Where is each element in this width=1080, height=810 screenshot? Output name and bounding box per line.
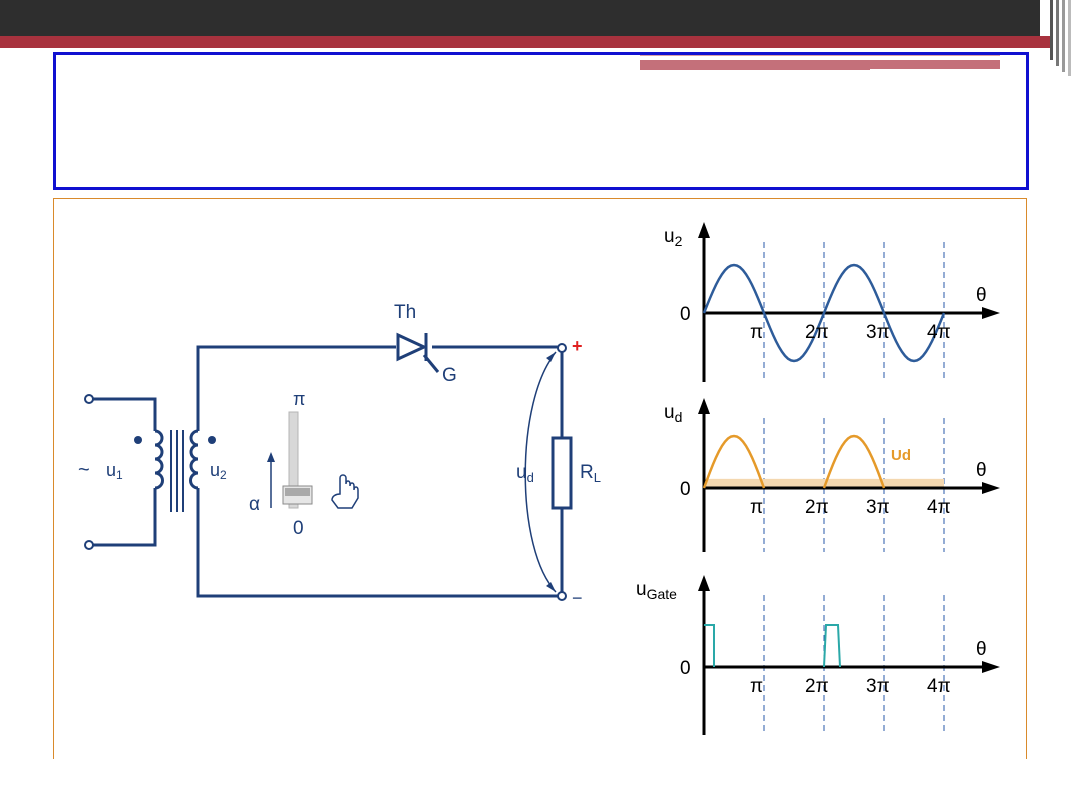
primary-terminal-bottom [84,540,94,550]
x-tick-label-2: 2π [805,676,829,697]
x-axis-arrow [982,661,1000,673]
rl-label: RL [580,462,601,485]
x-tick-label-2: 2π [805,322,829,343]
x-tick-label-1: π [750,676,763,697]
y-axis-label: uGate [636,579,677,602]
secondary-polarity-dot [208,436,216,444]
x-tick-label-4: 4π [927,322,951,343]
thyristor-icon [396,332,440,373]
u1-label: u1 [106,460,123,482]
ud-average-fill [704,478,944,488]
x-tick-label-3: 3π [866,497,890,518]
slider-pi-label: π [293,389,305,409]
slider-zero-label: 0 [293,518,304,539]
ud-half-wave-1 [702,434,766,489]
y-axis-arrow [698,575,710,591]
x-tick-label-4: 4π [927,676,951,697]
ud-label: ud [516,462,534,485]
x-tick-label-3: 3π [866,676,890,697]
output-terminal-plus [557,343,567,353]
gate-pulse-1 [704,624,715,667]
ud-voltage-arrow [524,351,557,593]
x-tick-label-2: 2π [805,497,829,518]
origin-label: 0 [680,479,691,500]
content-frame [53,198,1027,759]
x-tick-label-1: π [750,497,763,518]
x-axis-label: θ [976,460,987,481]
chart-panel-2: Ud ud 0 θ π 2π 3π 4π [664,398,1000,552]
gate-label: G [442,365,457,386]
u2-sine-series [702,263,946,363]
x-axis-arrow [982,307,1000,319]
thyristor-label: Th [394,302,416,323]
origin-label: 0 [680,304,691,325]
x-axis-label: θ [976,285,987,306]
hand-pointer-icon[interactable] [331,474,359,509]
primary-terminal-top [84,394,94,404]
chart-panel-3: uGate 0 θ π 2π 3π 4π [636,575,1000,735]
slide-corner-ornament [1040,0,1080,80]
y-axis-label: ud [664,402,682,425]
transformer-icon [154,429,199,512]
x-tick-label-4: 4π [927,497,951,518]
alpha-up-arrow [267,452,275,462]
primary-polarity-dot [134,436,142,444]
output-terminal-minus [557,591,567,601]
x-axis-label: θ [976,639,987,660]
x-tick-label-1: π [750,322,763,343]
slide-top-bar [0,0,1080,36]
y-axis-arrow [698,222,710,238]
slide-accent-bar [0,36,1040,48]
alpha-label: α [249,494,260,515]
ac-source-symbol: ~ [78,459,90,481]
y-axis-arrow [698,398,710,414]
u2-label: u2 [210,460,227,482]
plus-sign: + [572,336,583,356]
ud-average-label: Ud [891,447,911,464]
alpha-slider-track[interactable] [288,411,299,509]
gate-pulse-2 [823,624,841,668]
y-axis-label: u2 [664,226,683,249]
x-tick-label-3: 3π [866,322,890,343]
chart-panel-1: u2 0 θ π 2π 3π 4π [664,222,1000,382]
ud-half-wave-2 [822,434,886,489]
resistor-icon [551,436,573,510]
minus-sign: − [572,588,583,608]
origin-label: 0 [680,658,691,679]
slide-title-frame [53,52,1029,190]
x-axis-arrow [982,482,1000,494]
rectifier-circuit: Th G RL ud + − ~ u1 u2 π 0 α [78,302,601,608]
